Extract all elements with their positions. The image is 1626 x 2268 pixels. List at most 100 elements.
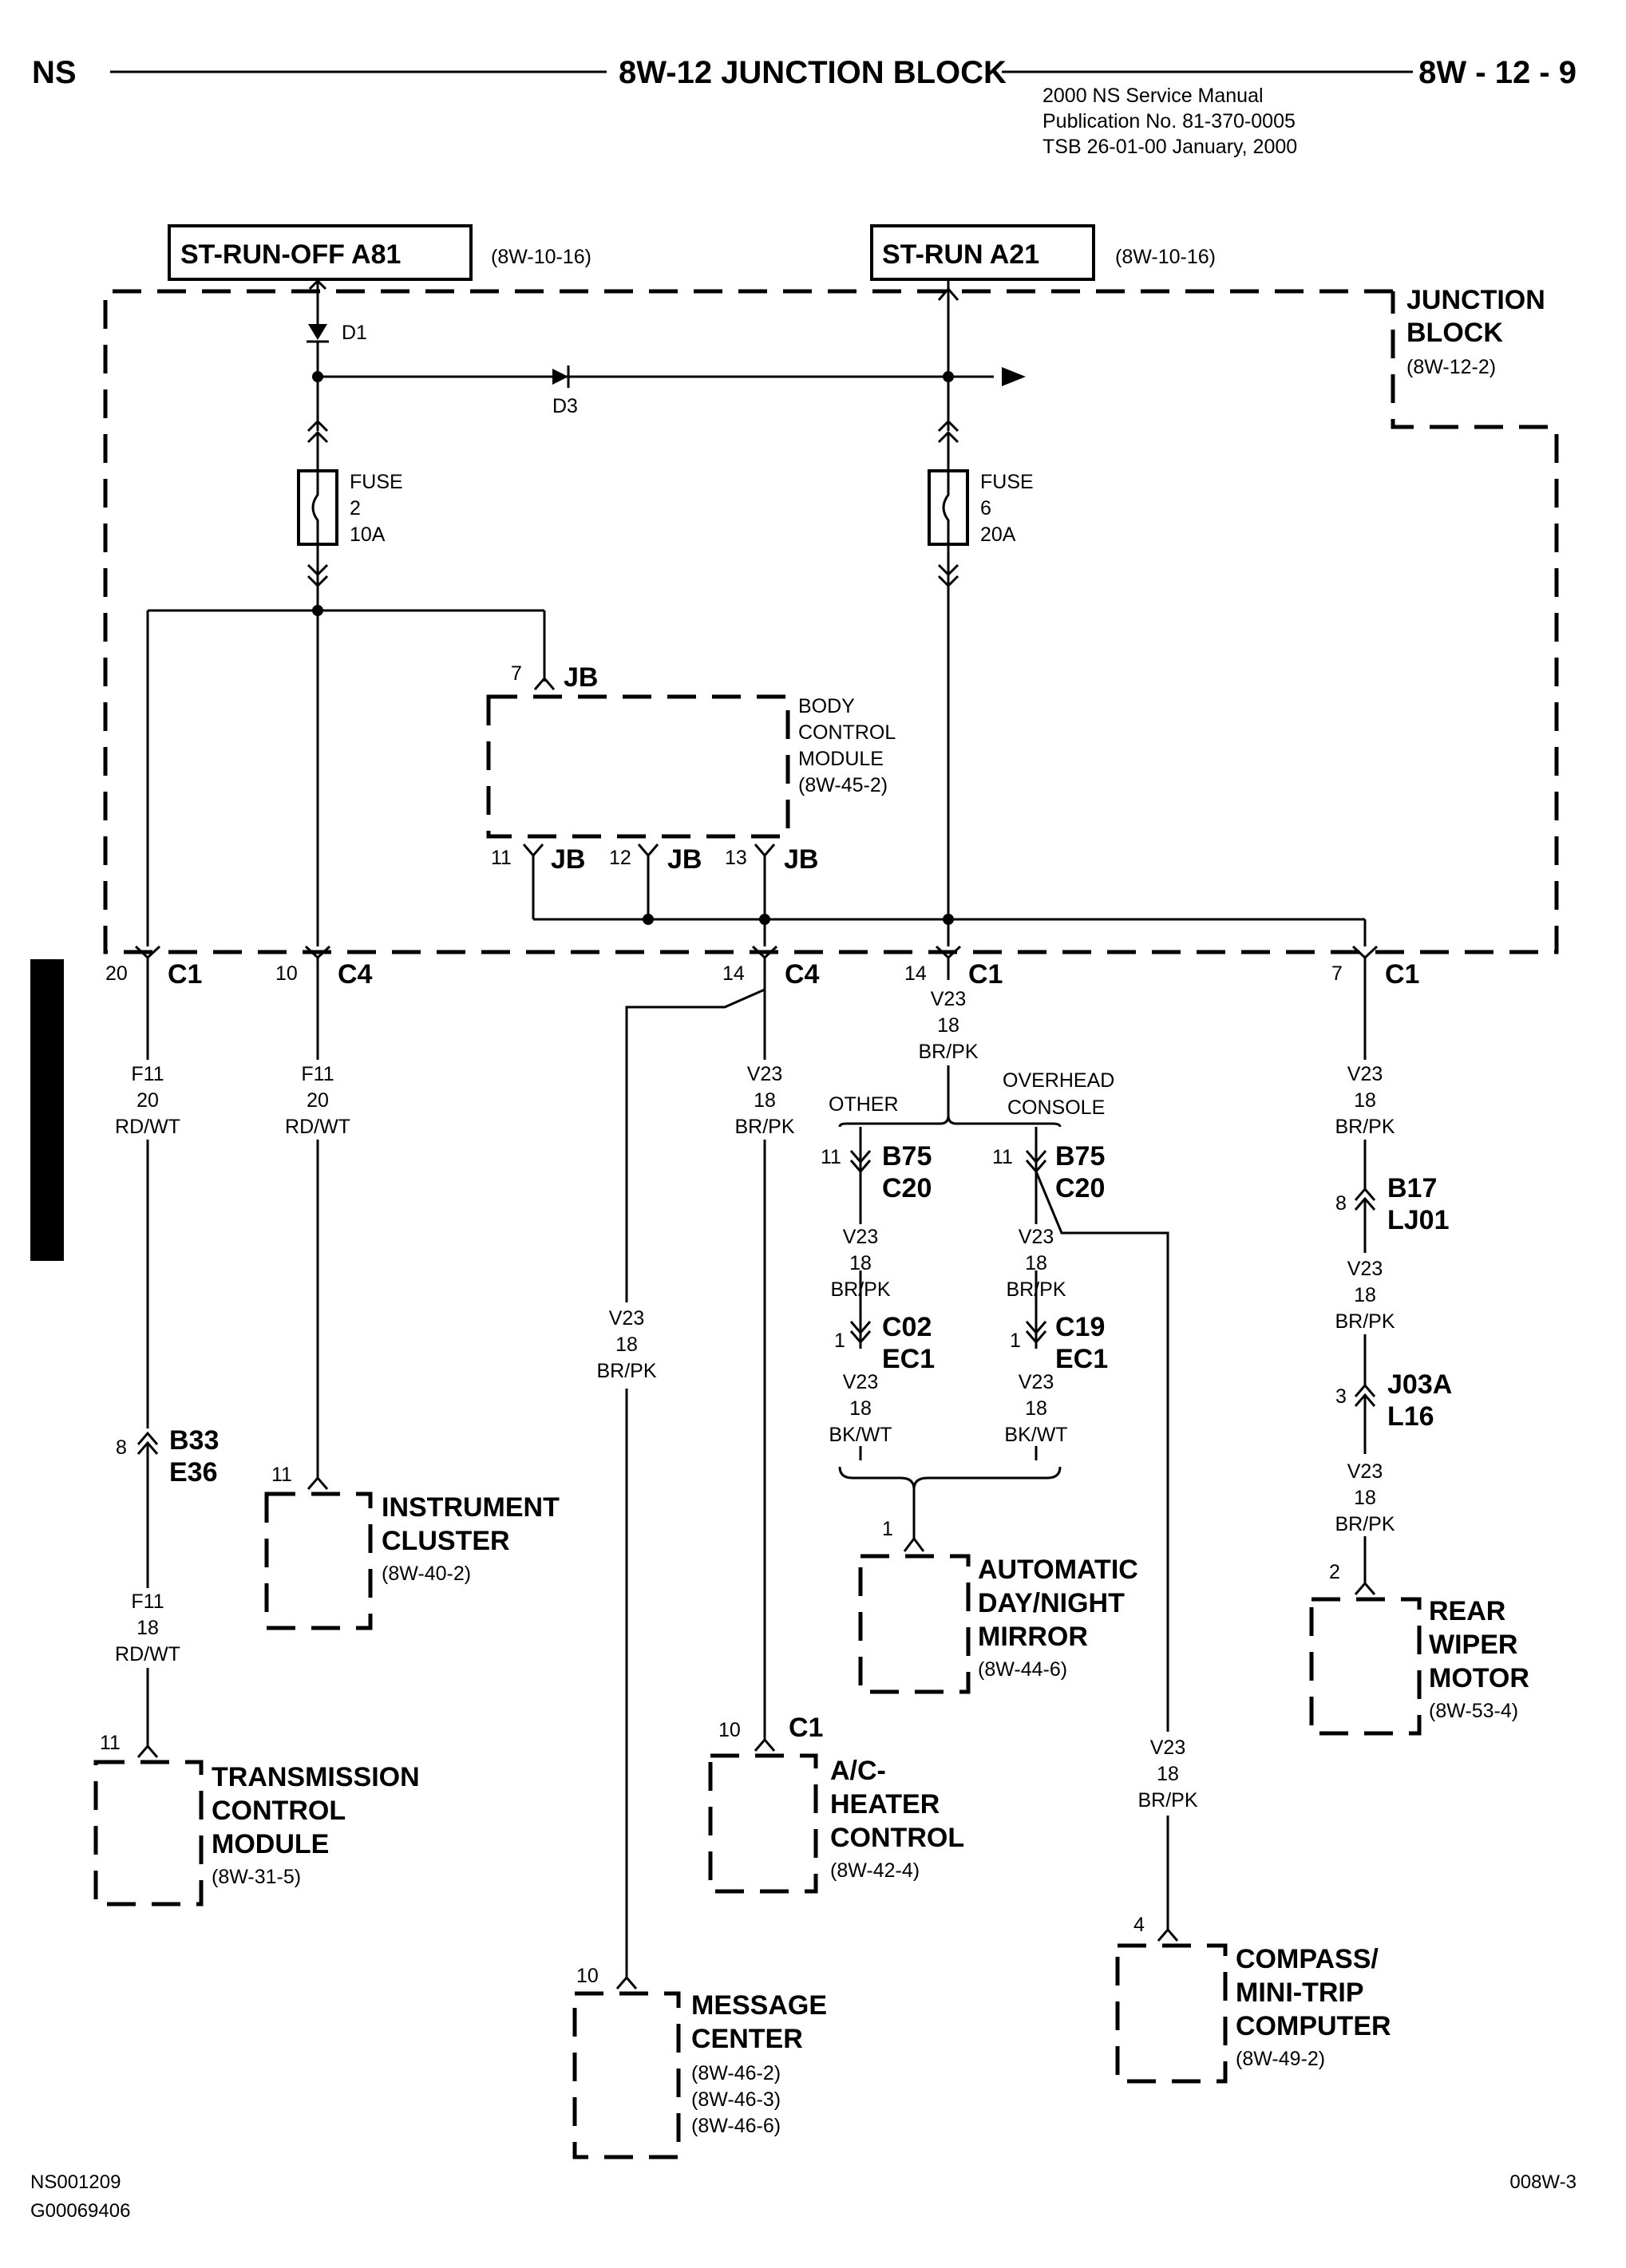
b75b-label-2: C20 <box>1055 1173 1105 1203</box>
b17-pin: 8 <box>1335 1192 1347 1215</box>
conn-c1a-pin: 20 <box>105 962 128 985</box>
rear-wiper-label-1: REAR <box>1429 1596 1505 1626</box>
a21-feed-circuit <box>928 279 969 919</box>
mirror-label-2: DAY/NIGHT <box>978 1588 1125 1618</box>
tsb-line: TSB 26-01-00 January, 2000 <box>1042 136 1297 158</box>
fuse-6-element-icon <box>942 471 950 544</box>
j03a-label-1: J03A <box>1387 1369 1452 1400</box>
b75b-pin: 11 <box>992 1146 1013 1168</box>
wire-v23-circuit-other: V23 <box>843 1226 878 1248</box>
conn-c1b-pin: 14 <box>904 962 927 985</box>
wire-v23bk-color-other: BK/WT <box>829 1424 892 1446</box>
bcm-label-3: MODULE <box>798 748 884 770</box>
message-center-ref-2: (8W-46-3) <box>691 2088 781 2111</box>
message-center-label-1: MESSAGE <box>691 1990 827 2021</box>
branch-c1-14 <box>838 958 1228 2084</box>
diode-d1-label: D1 <box>342 322 367 344</box>
tcm-box <box>93 1760 204 1906</box>
wire-v23-gauge-msg: 18 <box>615 1334 638 1356</box>
footer-code-2: G00069406 <box>30 2200 130 2222</box>
wire-v23-circuit-wiper-b: V23 <box>1347 1258 1383 1280</box>
source-a21-label: ST-RUN A21 <box>882 239 1039 270</box>
diode-d3-label: D3 <box>552 395 578 417</box>
bcm-pin-11: 11 <box>491 847 512 869</box>
a81-feed-circuit <box>297 279 338 610</box>
tcm-ref: (8W-31-5) <box>212 1866 301 1888</box>
instrument-cluster-label-1: INSTRUMENT <box>382 1492 560 1523</box>
wire-v23-circuit-wiper-c: V23 <box>1347 1460 1383 1483</box>
instrument-cluster-ref: (8W-40-2) <box>382 1563 471 1585</box>
b33-pin: 8 <box>116 1436 127 1459</box>
wire-f11-20-circuit-a: F11 <box>131 1063 164 1085</box>
rear-wiper-box <box>1309 1597 1422 1736</box>
wire-v23-circuit-msg: V23 <box>609 1307 644 1330</box>
split-other: OTHER <box>829 1093 899 1116</box>
source-a81: ST-RUN-OFF A81 (8W-10-16) <box>168 224 591 281</box>
fuse-6-label-3: 20A <box>980 524 1016 546</box>
conn-c1b: C1 <box>968 959 1003 990</box>
manual-name: 2000 NS Service Manual <box>1042 85 1264 107</box>
bus-arrow-icon <box>1002 367 1026 386</box>
branch-tcm <box>93 958 204 1906</box>
message-center-box <box>572 1991 681 2159</box>
wire-v23-color-overhead: BR/PK <box>1006 1278 1066 1301</box>
rear-wiper-label-3: MOTOR <box>1429 1663 1529 1693</box>
bcm-input-pin: 7 <box>511 662 522 685</box>
fuse-6-label-1: FUSE <box>980 471 1034 493</box>
ac-heater-label-1: A/C- <box>830 1756 886 1786</box>
bcm-pin-13-conn: JB <box>784 844 818 875</box>
compass-box <box>1115 1943 1228 2084</box>
bcm-pin-12: 12 <box>609 847 631 869</box>
bcm-ref: (8W-45-2) <box>798 774 888 796</box>
footer-code-right: 008W-3 <box>1509 2171 1577 2193</box>
wire-v23-gauge-wiper-b: 18 <box>1354 1284 1376 1306</box>
wire-v23bk-circuit-overhead: V23 <box>1019 1371 1054 1393</box>
message-center-label-2: CENTER <box>691 2024 803 2054</box>
ac-heater-label-2: HEATER <box>830 1789 940 1820</box>
wire-f11-18-gauge: 18 <box>136 1617 159 1639</box>
j03a-label-2: L16 <box>1387 1401 1434 1432</box>
source-a81-label: ST-RUN-OFF A81 <box>180 239 401 270</box>
page-title: 8W-12 JUNCTION BLOCK <box>619 55 1007 90</box>
source-a21-box <box>870 224 1095 281</box>
compass-label-2: MINI-TRIP <box>1236 1978 1364 2008</box>
wire-f11-18-circuit: F11 <box>131 1590 164 1613</box>
wire-f11-20-circuit-b: F11 <box>301 1063 334 1085</box>
wire-v23-circuit-wiper-a: V23 <box>1347 1063 1383 1085</box>
c02-pin: 1 <box>834 1330 845 1352</box>
wire-v23-circuit-overhead: V23 <box>1019 1226 1054 1248</box>
fuse-2-label-3: 10A <box>350 524 386 546</box>
junction-block-outline <box>103 289 1559 954</box>
wire-v23bk-gauge-other: 18 <box>849 1397 872 1420</box>
page-header: NS 8W-12 JUNCTION BLOCK 8W - 12 - 9 2000… <box>32 55 1577 158</box>
header-model: NS <box>32 55 77 90</box>
bcm-label-2: CONTROL <box>798 721 896 744</box>
c19-label-1: C19 <box>1055 1312 1105 1342</box>
branch-rear-wiper <box>1309 958 1422 1736</box>
conn-c1a: C1 <box>168 959 202 990</box>
mirror-ref: (8W-44-6) <box>978 1658 1067 1681</box>
instrument-cluster-pin: 11 <box>271 1464 292 1486</box>
split-overhead-2: CONSOLE <box>1007 1096 1105 1119</box>
wire-v23-gauge-compass: 18 <box>1157 1763 1179 1785</box>
conn-c4b-pin: 14 <box>722 962 745 985</box>
wire-f11-20-gauge-a: 20 <box>136 1089 159 1112</box>
c02-label-1: C02 <box>882 1312 932 1342</box>
branch-c4-14 <box>572 958 818 2159</box>
bcm-pin-12-conn: JB <box>667 844 702 875</box>
instrument-cluster-box <box>264 1492 373 1630</box>
wire-v23-color-msg: BR/PK <box>596 1360 656 1382</box>
mirror-box <box>858 1554 971 1694</box>
bcm-pin-11-conn: JB <box>551 844 585 875</box>
split-overhead-1: OVERHEAD <box>1003 1069 1114 1092</box>
wire-v23-gauge-c1: 18 <box>937 1014 959 1037</box>
bcm-input-conn: JB <box>564 662 598 693</box>
options-brace-icon <box>838 1115 1062 1128</box>
wire-v23bk-color-overhead: BK/WT <box>1004 1424 1067 1446</box>
bcm-pin-13-icon <box>754 844 776 858</box>
ac-heater-pin: 10 <box>718 1719 741 1741</box>
message-center-pin: 10 <box>576 1965 599 1987</box>
fuse-2-element-icon <box>311 471 319 544</box>
ac-heater-box <box>708 1753 818 1894</box>
